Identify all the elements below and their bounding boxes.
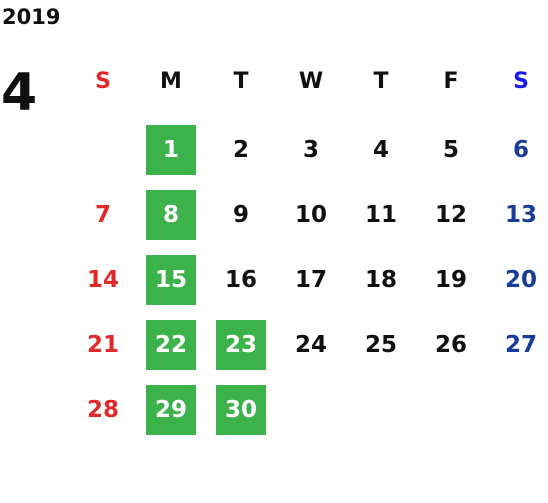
day-cell[interactable]: 18	[364, 267, 397, 293]
weekday-header-saturday: S	[513, 68, 529, 94]
weekday-header-sunday: S	[95, 68, 111, 94]
day-cell[interactable]: 7	[94, 202, 111, 228]
day-cell[interactable]: 26	[434, 332, 467, 358]
day-cell	[286, 385, 336, 435]
day-cell-highlighted[interactable]: 1	[146, 125, 196, 175]
day-cell[interactable]: 13	[504, 202, 537, 228]
day-cell	[496, 385, 546, 435]
day-cell-highlighted[interactable]: 8	[146, 190, 196, 240]
day-cell[interactable]: 14	[86, 267, 119, 293]
day-cell[interactable]: 28	[86, 397, 119, 423]
day-cell[interactable]: 16	[224, 267, 257, 293]
weekday-header-thursday: T	[373, 68, 389, 94]
day-cell[interactable]: 20	[504, 267, 537, 293]
day-cell	[426, 385, 476, 435]
day-cell	[356, 385, 406, 435]
day-cell[interactable]: 21	[86, 332, 119, 358]
weekday-header-wednesday: W	[298, 68, 324, 94]
weekday-header-monday: M	[160, 68, 182, 94]
day-cell[interactable]: 9	[232, 202, 249, 228]
day-cell-highlighted[interactable]: 23	[216, 320, 266, 370]
weekday-header-tuesday: T	[233, 68, 249, 94]
day-cell-highlighted[interactable]: 15	[146, 255, 196, 305]
day-cell[interactable]: 10	[294, 202, 327, 228]
day-cell[interactable]: 3	[302, 137, 319, 163]
day-cell[interactable]: 27	[504, 332, 537, 358]
day-cell	[78, 125, 128, 175]
year-label: 2019	[2, 5, 61, 29]
day-cell[interactable]: 2	[232, 137, 249, 163]
day-cell[interactable]: 25	[364, 332, 397, 358]
day-cell[interactable]: 19	[434, 267, 467, 293]
month-number: 4	[1, 63, 38, 123]
day-cell[interactable]: 12	[434, 202, 467, 228]
day-cell-highlighted[interactable]: 29	[146, 385, 196, 435]
day-cell[interactable]: 6	[512, 137, 529, 163]
day-cell[interactable]: 11	[364, 202, 397, 228]
day-cell[interactable]: 24	[294, 332, 327, 358]
day-cell[interactable]: 5	[442, 137, 459, 163]
day-cell-highlighted[interactable]: 30	[216, 385, 266, 435]
day-cell[interactable]: 4	[372, 137, 389, 163]
day-cell[interactable]: 17	[294, 267, 327, 293]
day-cell-highlighted[interactable]: 22	[146, 320, 196, 370]
weekday-header-friday: F	[443, 68, 459, 94]
